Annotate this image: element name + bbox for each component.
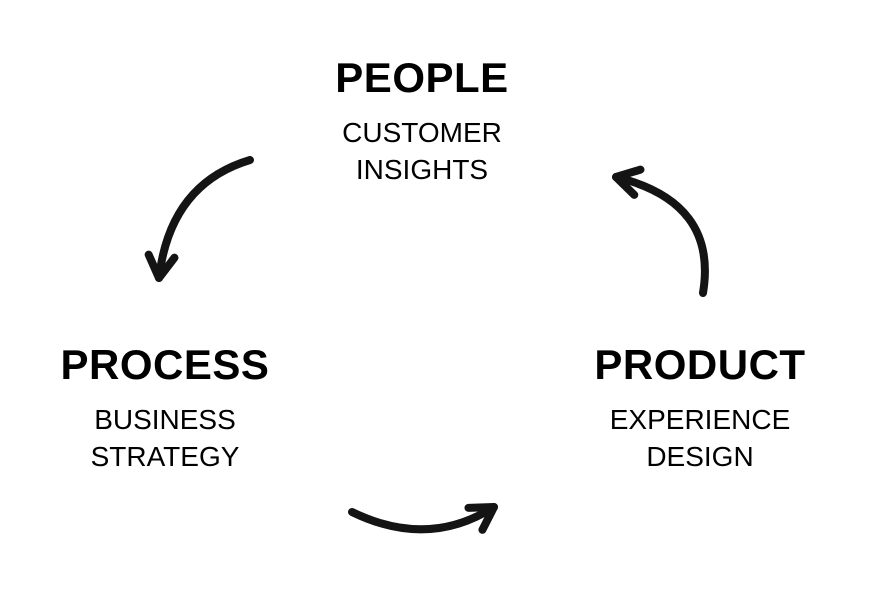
arrow-process-to-product-icon: [348, 503, 498, 534]
node-product-subtitle: EXPERIENCE DESIGN: [550, 402, 850, 475]
node-process-title: PROCESS: [60, 341, 270, 388]
node-process-subline-2: STRATEGY: [90, 440, 240, 472]
arrow-product-to-people-icon: [612, 165, 709, 297]
node-product-subline-2: DESIGN: [646, 440, 754, 472]
node-process: PROCESS BUSINESS STRATEGY: [15, 341, 315, 475]
node-people: PEOPLE CUSTOMER INSIGHTS: [222, 54, 622, 188]
node-people-subtitle: CUSTOMER INSIGHTS: [222, 115, 622, 188]
node-process-subline-1: BUSINESS: [94, 404, 236, 436]
node-product: PRODUCT EXPERIENCE DESIGN: [550, 341, 850, 475]
node-process-subtitle: BUSINESS STRATEGY: [15, 402, 315, 475]
node-people-title: PEOPLE: [335, 54, 509, 101]
node-people-subline-2: INSIGHTS: [355, 153, 489, 185]
node-product-subline-1: EXPERIENCE: [609, 404, 791, 436]
node-product-title: PRODUCT: [594, 341, 806, 388]
node-people-subline-1: CUSTOMER: [342, 117, 502, 149]
